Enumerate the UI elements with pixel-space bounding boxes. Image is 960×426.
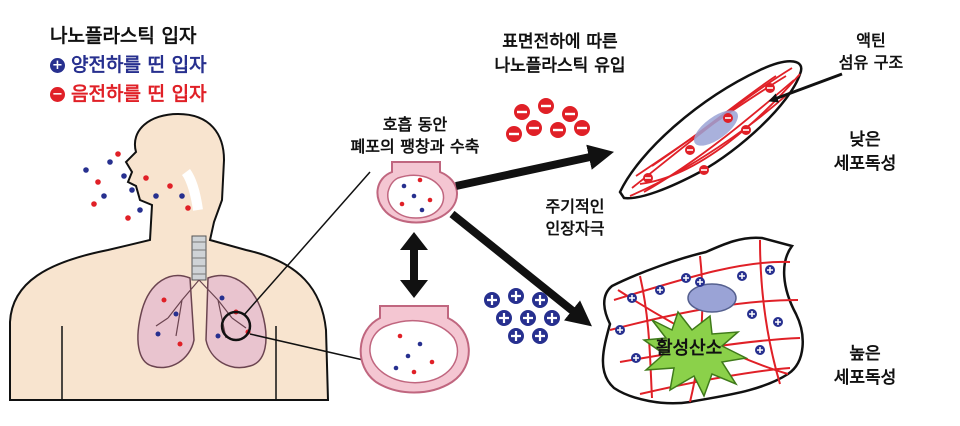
spread-cell: [601, 236, 804, 405]
zoom-circle: [220, 310, 252, 342]
negative-particle-cluster: [506, 98, 590, 142]
actin-label: 액틴 섬유 구조: [838, 31, 904, 72]
elongated-cell: [618, 60, 803, 200]
zoom-line-top: [243, 171, 371, 316]
uptake-arrow-top: [455, 144, 615, 190]
high-toxicity-label: 높은 세포독성: [833, 344, 897, 388]
human-figure: [9, 112, 330, 401]
legend-title: 나노플라스틱 입자: [50, 25, 197, 47]
expansion-contraction-arrow: [400, 232, 428, 298]
negative-icon: −: [50, 87, 65, 102]
uptake-arrow-bottom: [449, 210, 592, 327]
actin-pointer-arrow: [768, 72, 843, 103]
alveolus-contracted: [376, 161, 458, 224]
zoom-line-bottom: [249, 333, 373, 363]
legend-negative: − 음전하를 띤 입자: [50, 80, 207, 109]
legend-negative-label: 음전하를 띤 입자: [71, 83, 207, 105]
positive-icon: +: [50, 58, 65, 73]
positive-particle-cluster: [484, 288, 560, 344]
low-toxicity-label: 낮은 세포독성: [833, 130, 897, 174]
uptake-label: 표면전하에 따른 나노플라스틱 유입: [494, 32, 626, 76]
ros-burst: [641, 310, 749, 398]
alveolus-expanded: [359, 305, 470, 394]
legend-positive-label: 양전하를 띤 입자: [71, 54, 207, 76]
breathing-label: 호흡 동안 폐포의 팽창과 수축: [350, 115, 480, 156]
ros-label: 활성산소: [656, 338, 723, 359]
legend-positive: + 양전하를 띤 입자: [50, 51, 207, 80]
periodic-stretch-label: 주기적인 인장자극: [545, 197, 605, 238]
legend: 나노플라스틱 입자 + 양전하를 띤 입자 − 음전하를 띤 입자: [50, 22, 207, 109]
